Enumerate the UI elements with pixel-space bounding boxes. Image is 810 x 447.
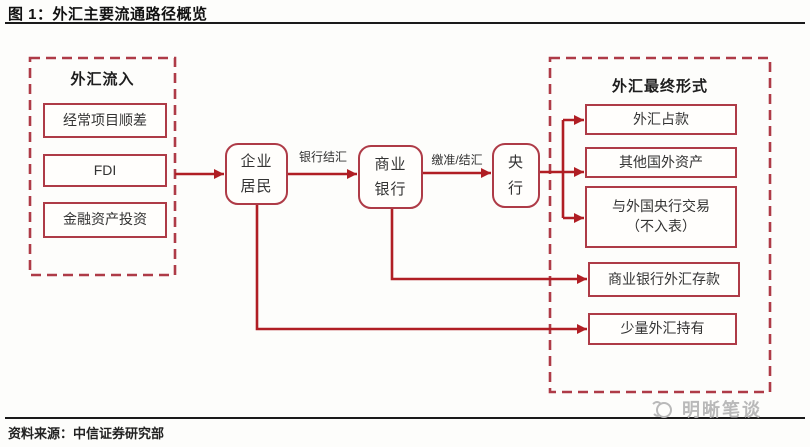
final-item-commercial-bank-fx-deposits: 商业银行外汇存款 bbox=[588, 262, 740, 297]
inflow-item-fdi: FDI bbox=[43, 154, 167, 187]
final-group-title: 外汇最终形式 bbox=[611, 78, 708, 95]
node-central-bank: 央 行 bbox=[492, 143, 540, 208]
inflow-item-financial-asset-investment: 金融资产投资 bbox=[43, 202, 167, 238]
final-group-border bbox=[548, 56, 772, 394]
edge-label-reserve-settlement: 缴准/结汇 bbox=[431, 153, 483, 167]
arrow-bank-to-fx-deposits bbox=[390, 209, 587, 284]
source-text: 资料来源：中信证券研究部 bbox=[8, 426, 165, 441]
footer-rule bbox=[5, 417, 805, 419]
arrow-enterprise-to-small-holdings bbox=[255, 205, 587, 334]
inflow-group-title: 外汇流入 bbox=[70, 71, 135, 88]
watermark: 明晰笔谈 bbox=[650, 396, 762, 422]
final-item-foreign-central-bank-deals: 与外国央行交易 （不入表） bbox=[585, 186, 737, 248]
final-item-other-foreign-assets: 其他国外资产 bbox=[585, 147, 737, 178]
node-enterprise-resident: 企业 居民 bbox=[225, 143, 288, 205]
watermark-logo-icon bbox=[652, 401, 672, 418]
final-item-small-fx-holdings: 少量外汇持有 bbox=[588, 313, 737, 345]
final-item-fx-position: 外汇占款 bbox=[585, 104, 737, 135]
edge-label-bank-settlement: 银行结汇 bbox=[298, 150, 347, 164]
watermark-text: 明晰笔谈 bbox=[682, 400, 762, 420]
inflow-group-border bbox=[28, 56, 177, 277]
title-rule bbox=[5, 22, 805, 24]
inflow-item-current-account-surplus: 经常项目顺差 bbox=[43, 103, 167, 138]
figure-title: 图 1：外汇主要流通路径概览 bbox=[8, 6, 208, 23]
node-commercial-bank: 商业 银行 bbox=[358, 145, 423, 209]
